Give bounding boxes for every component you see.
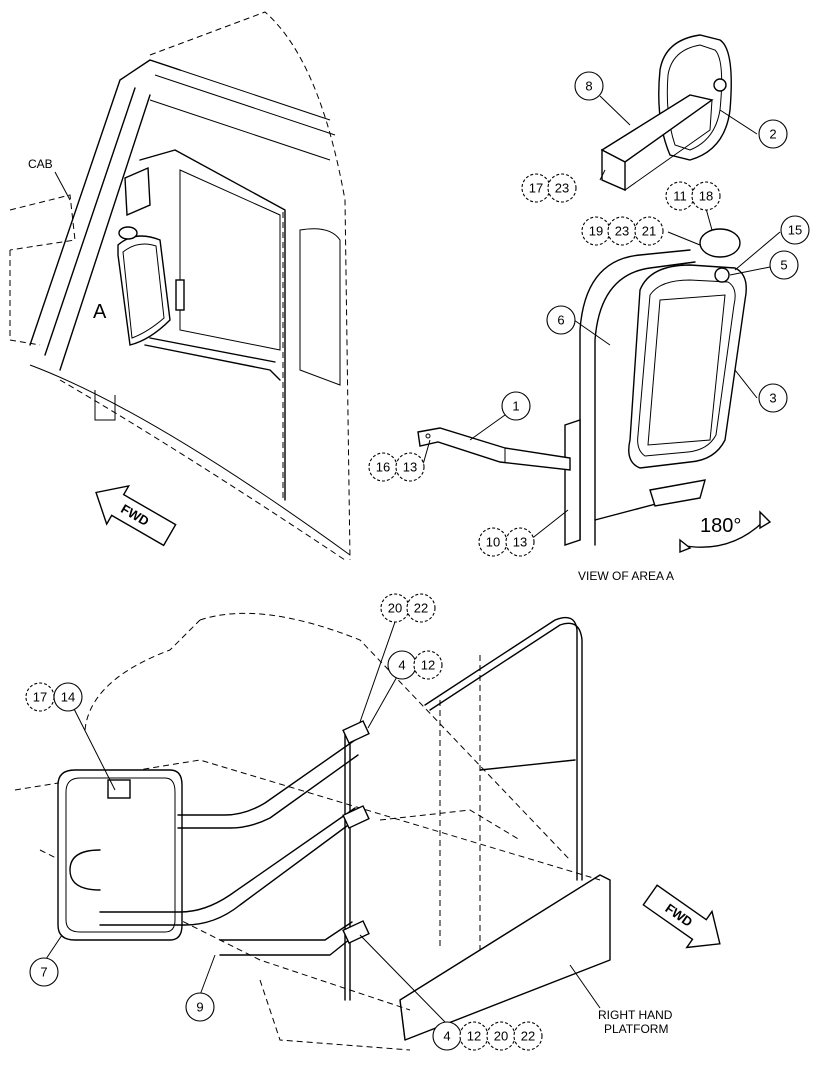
- callout-19: 19: [581, 216, 611, 246]
- svg-text:19: 19: [589, 224, 603, 239]
- callout-15: 15: [780, 215, 810, 245]
- callout-2: 2: [758, 119, 788, 149]
- area-a-label: A: [93, 301, 107, 323]
- platform-view: FWD RIGHT HAND PLATFORM: [14, 612, 721, 1051]
- fwd-arrow-bottom: FWD: [642, 884, 721, 949]
- svg-text:23: 23: [555, 181, 569, 196]
- svg-text:3: 3: [769, 391, 776, 406]
- svg-text:1: 1: [512, 399, 519, 414]
- callout-17-top: 17: [521, 173, 551, 203]
- svg-text:20: 20: [494, 1029, 508, 1044]
- svg-text:12: 12: [421, 658, 435, 673]
- cab-label: CAB: [28, 157, 53, 171]
- callout-10: 10: [478, 527, 508, 557]
- callout-16: 16: [368, 452, 398, 482]
- callout-21: 21: [634, 216, 664, 246]
- svg-text:4: 4: [443, 1029, 450, 1044]
- callout-14: 14: [53, 682, 83, 712]
- svg-text:13: 13: [513, 535, 527, 550]
- rotation-label: 180°: [700, 515, 741, 537]
- platform-label-line1: RIGHT HAND: [598, 1008, 673, 1022]
- view-label: VIEW OF AREA A: [578, 569, 674, 583]
- cab-view: CAB A FWD: [9, 11, 351, 561]
- callout-4-top: 4: [387, 650, 417, 680]
- callout-11: 11: [665, 181, 695, 211]
- callout-22-bottom: 22: [513, 1021, 543, 1051]
- svg-text:2: 2: [769, 127, 776, 142]
- callout-6: 6: [546, 305, 576, 335]
- svg-text:16: 16: [376, 460, 390, 475]
- callout-4-bottom: 4: [432, 1021, 462, 1051]
- callout-1: 1: [501, 391, 531, 421]
- svg-text:6: 6: [557, 313, 564, 328]
- callout-23-mid: 23: [607, 216, 637, 246]
- svg-text:11: 11: [673, 189, 687, 204]
- callout-9: 9: [185, 992, 215, 1022]
- callout-20-top: 20: [380, 593, 410, 623]
- callout-7: 7: [29, 957, 59, 987]
- svg-text:10: 10: [486, 535, 500, 550]
- callouts: 1 2 3 5 6 8 7 9 4 12 15 17 23 11 18 19 2…: [25, 71, 810, 1051]
- svg-text:5: 5: [780, 258, 787, 273]
- area-a-view: 180° VIEW OF AREA A: [417, 34, 772, 583]
- svg-text:13: 13: [403, 460, 417, 475]
- svg-text:15: 15: [788, 223, 802, 238]
- callout-12-top: 12: [413, 650, 443, 680]
- platform-label-line2: PLATFORM: [604, 1022, 668, 1036]
- svg-text:14: 14: [61, 690, 75, 705]
- callout-18: 18: [691, 181, 721, 211]
- callout-22-top: 22: [406, 593, 436, 623]
- svg-text:21: 21: [642, 224, 656, 239]
- callout-5: 5: [769, 250, 799, 280]
- svg-text:18: 18: [699, 189, 713, 204]
- svg-text:17: 17: [33, 690, 47, 705]
- svg-text:20: 20: [388, 601, 402, 616]
- callout-13-left: 13: [395, 452, 425, 482]
- callout-12-bottom: 12: [459, 1021, 489, 1051]
- callout-13-right: 13: [505, 527, 535, 557]
- svg-text:4: 4: [398, 658, 405, 673]
- callout-8: 8: [574, 71, 604, 101]
- callout-17-bottom: 17: [25, 682, 55, 712]
- callout-3: 3: [758, 383, 788, 413]
- svg-text:22: 22: [521, 1029, 535, 1044]
- svg-text:12: 12: [467, 1029, 481, 1044]
- callout-20-bottom: 20: [486, 1021, 516, 1051]
- fwd-arrow-top: FWD: [95, 484, 177, 547]
- svg-text:17: 17: [529, 181, 543, 196]
- callout-23-top: 23: [547, 173, 577, 203]
- svg-text:22: 22: [414, 601, 428, 616]
- svg-text:23: 23: [615, 224, 629, 239]
- svg-text:8: 8: [585, 79, 592, 94]
- svg-text:7: 7: [40, 965, 47, 980]
- svg-text:9: 9: [196, 1000, 203, 1015]
